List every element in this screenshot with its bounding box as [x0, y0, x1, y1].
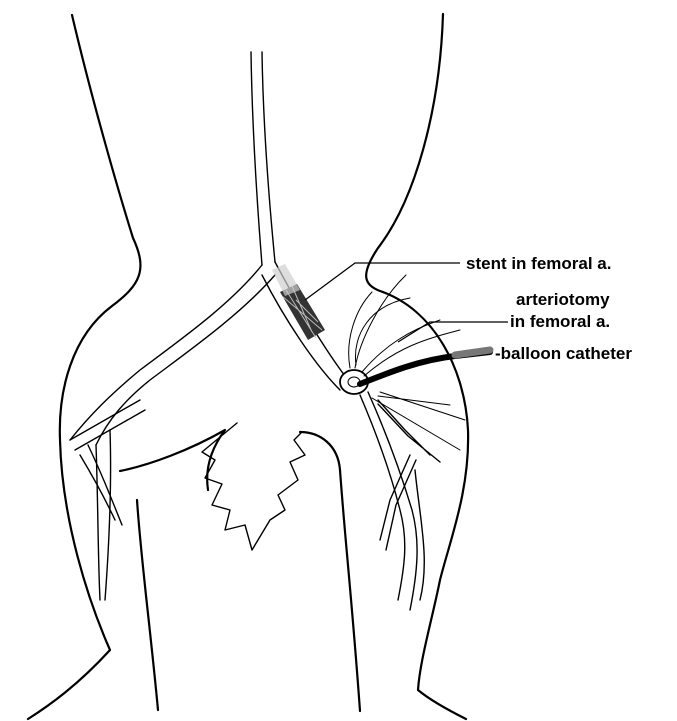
right-femoral-branches — [349, 275, 465, 610]
stent-leader-line — [305, 263, 460, 300]
balloon-catheter — [360, 350, 490, 384]
left-leg-inner-outline — [120, 430, 225, 710]
arteriotomy-label-line2: in femoral a. — [510, 312, 610, 331]
arteriotomy-label-line1: arteriotomy — [516, 290, 610, 309]
leader-lines — [305, 263, 508, 342]
stent — [272, 264, 325, 340]
left-body-outline — [28, 15, 140, 719]
balloon-catheter-label: -balloon catheter — [495, 344, 632, 363]
crotch-outline — [300, 432, 360, 711]
aorta — [251, 52, 275, 265]
stent-label: stent in femoral a. — [466, 254, 611, 273]
